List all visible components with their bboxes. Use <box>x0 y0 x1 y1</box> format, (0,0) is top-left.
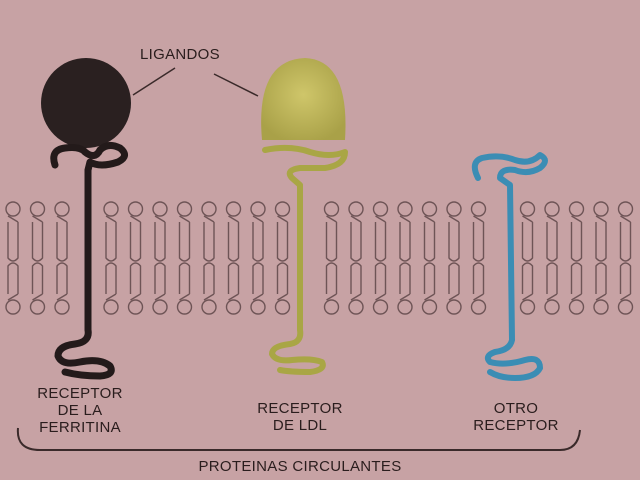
lipid-bilayer <box>5 201 634 315</box>
phospholipid <box>274 201 291 315</box>
phospholipid <box>5 201 21 315</box>
phospholipid <box>250 201 266 315</box>
label-line: DE LA <box>57 402 103 419</box>
label-line: FERRITINA <box>39 419 121 436</box>
phospholipid <box>470 201 487 315</box>
phospholipid <box>127 201 144 315</box>
phospholipid <box>446 201 462 315</box>
phospholipid <box>176 201 193 315</box>
phospholipid <box>152 201 168 315</box>
phospholipid <box>519 201 536 315</box>
ligands-label: LIGANDOS <box>140 46 220 63</box>
other-receptor <box>471 152 548 381</box>
label-line: RECEPTOR <box>257 400 343 417</box>
phospholipid <box>54 201 70 315</box>
ligand-pointer-line <box>132 67 176 96</box>
phospholipid <box>372 201 389 315</box>
other-receptor-label: OTRO RECEPTOR <box>456 400 576 434</box>
ldl-receptor <box>262 144 348 375</box>
ligand-pointer-line <box>213 73 259 97</box>
phospholipid <box>568 201 585 315</box>
phospholipid <box>544 201 560 315</box>
label-line: OTRO <box>493 400 539 417</box>
group-bracket <box>16 427 581 451</box>
label-line: RECEPTOR <box>37 385 123 402</box>
phospholipid <box>201 201 217 315</box>
phospholipid <box>348 201 364 315</box>
ldl-receptor-label: RECEPTOR DE LDL <box>240 400 360 434</box>
ldl-ligand <box>261 58 346 140</box>
label-line: RECEPTOR <box>473 417 559 434</box>
ferritin-ligand <box>41 58 131 148</box>
ferritin-receptor <box>50 141 128 380</box>
phospholipid <box>593 201 609 315</box>
label-line: DE LDL <box>272 417 328 434</box>
phospholipid <box>103 201 119 315</box>
group-label: PROTEINAS CIRCULANTES <box>198 458 402 475</box>
phospholipid <box>397 201 413 315</box>
phospholipid <box>617 201 634 315</box>
phospholipid <box>421 201 438 315</box>
ferritin-receptor-label: RECEPTOR DE LA FERRITINA <box>20 385 140 436</box>
phospholipid <box>29 201 46 315</box>
phospholipid <box>225 201 242 315</box>
phospholipid <box>323 201 340 315</box>
